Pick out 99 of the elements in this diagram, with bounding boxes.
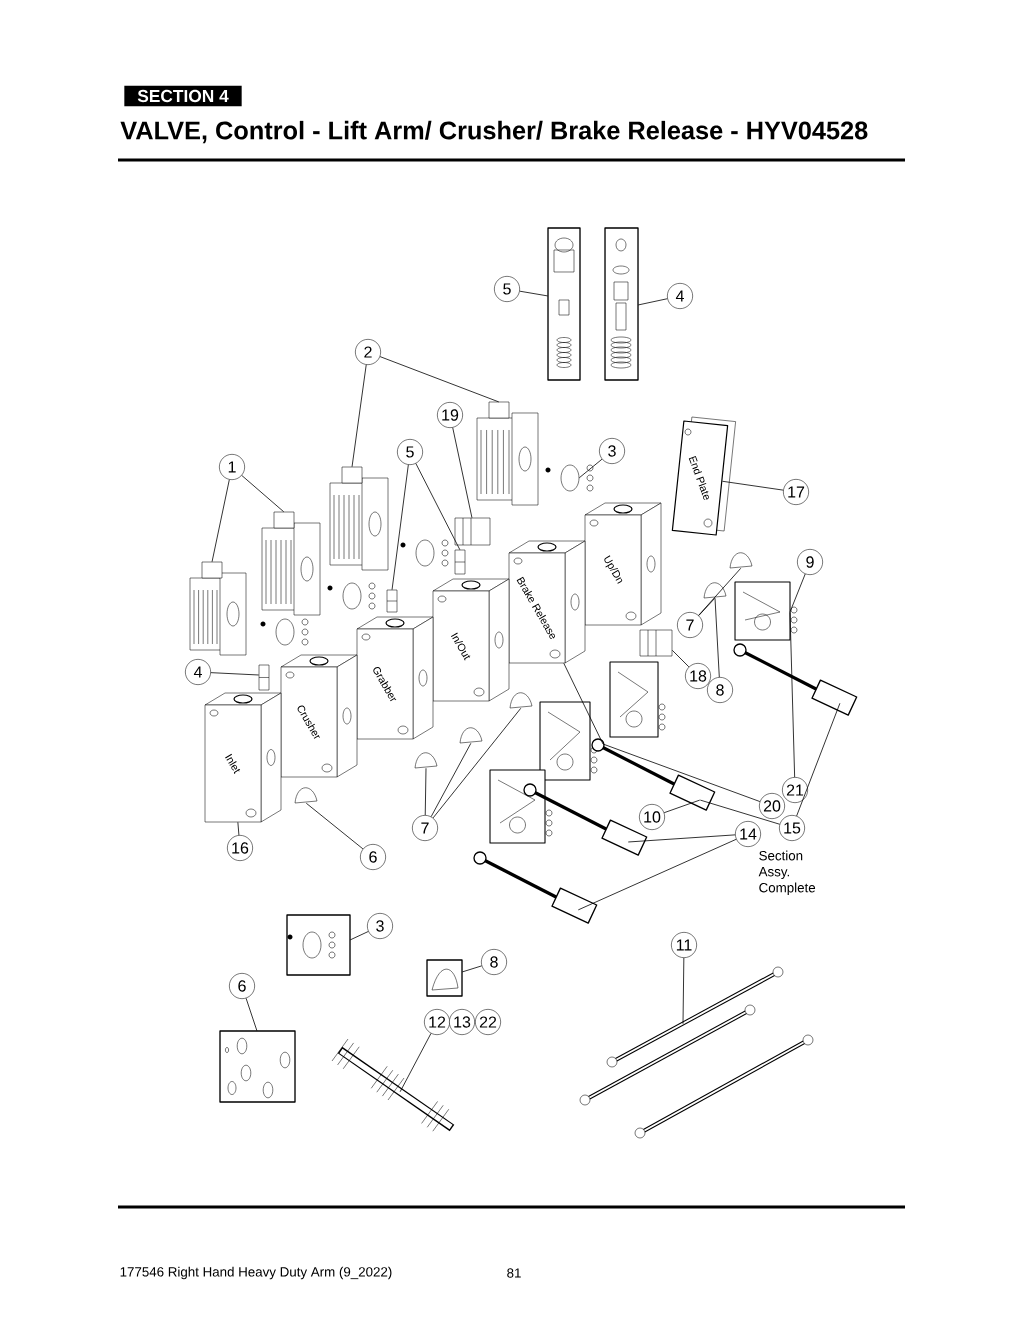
lever-housing xyxy=(609,661,666,738)
callout-number: 8 xyxy=(481,949,507,975)
callout-number: 6 xyxy=(360,844,386,870)
callout-number: 18 xyxy=(685,663,711,689)
cartridge xyxy=(454,517,491,546)
callout-number: 19 xyxy=(437,402,463,428)
leader-line xyxy=(722,480,784,491)
inset-box xyxy=(604,227,639,381)
lever-handle xyxy=(733,643,858,716)
spool xyxy=(331,1038,455,1132)
leader-line xyxy=(519,290,549,297)
footer-text: 177546 Right Hand Heavy Duty Arm (9_2022) xyxy=(120,1266,392,1280)
callout-number: 2 xyxy=(355,339,381,365)
section-badge: SECTION 4 xyxy=(124,85,242,107)
cartridge xyxy=(454,549,466,575)
gasket-set xyxy=(400,539,449,567)
leader-line xyxy=(563,662,761,802)
lever-housing xyxy=(734,581,798,641)
callout-number: 8 xyxy=(707,677,733,703)
callout-number: 1 xyxy=(219,454,245,480)
callout-number: 6 xyxy=(229,973,255,999)
tie-rod xyxy=(606,966,784,1068)
leader-line xyxy=(424,767,427,816)
callout-number: 5 xyxy=(397,439,423,465)
callout-number: 13 xyxy=(449,1009,475,1035)
leader-line xyxy=(237,821,240,836)
seal xyxy=(703,582,727,599)
solenoid-coil xyxy=(476,401,539,506)
inset-box xyxy=(547,227,581,381)
gasket-set xyxy=(545,464,594,492)
callout-number: 21 xyxy=(782,777,808,803)
lever-handle xyxy=(591,738,716,811)
lever-housing xyxy=(489,769,553,844)
callout-number: 11 xyxy=(671,932,697,958)
callout-number: 22 xyxy=(475,1009,501,1035)
callout-number: 9 xyxy=(797,549,823,575)
callout-number: 20 xyxy=(759,793,785,819)
seal xyxy=(509,692,533,709)
callout-number: 10 xyxy=(639,804,665,830)
leader-line xyxy=(379,356,500,403)
inset-box xyxy=(286,914,351,976)
leader-line xyxy=(210,672,260,676)
leader-line xyxy=(637,298,668,306)
cartridge xyxy=(386,589,398,613)
inset-box xyxy=(426,959,463,997)
leader-line xyxy=(699,799,781,825)
leader-line xyxy=(698,567,742,616)
leader-line xyxy=(432,707,522,819)
tie-rod xyxy=(579,1004,756,1106)
seal xyxy=(729,552,753,569)
seal xyxy=(294,787,318,804)
leader-line xyxy=(461,965,483,973)
tie-rod xyxy=(634,1034,814,1139)
note-text: Section Assy. Complete xyxy=(758,850,816,896)
gasket-set xyxy=(260,618,309,646)
cartridge xyxy=(258,664,270,691)
footer-text: 81 xyxy=(507,1268,521,1278)
solenoid-coil xyxy=(329,466,389,571)
leader-line xyxy=(305,802,364,850)
leader-line xyxy=(577,838,737,911)
callout-number: 7 xyxy=(412,815,438,841)
leader-line xyxy=(671,649,690,668)
leader-line xyxy=(663,799,701,814)
leader-line xyxy=(627,834,736,843)
leader-line xyxy=(349,931,369,941)
leader-line xyxy=(578,458,603,479)
leader-line xyxy=(391,464,409,591)
leader-line xyxy=(452,427,473,519)
callout-number: 5 xyxy=(494,276,520,302)
callout-number: 7 xyxy=(677,612,703,638)
leader-line xyxy=(714,597,720,678)
solenoid-coil xyxy=(189,561,247,656)
lever-housing xyxy=(539,701,598,781)
leader-line xyxy=(399,1033,432,1093)
leader-line xyxy=(430,742,472,818)
callout-number: 12 xyxy=(424,1009,450,1035)
end-plate: End Plate xyxy=(671,416,736,536)
leader-line xyxy=(789,573,806,613)
callout-number: 4 xyxy=(667,283,693,309)
callout-number: 3 xyxy=(599,438,625,464)
callout-number: 16 xyxy=(227,835,253,861)
seal xyxy=(414,752,438,769)
solenoid-coil xyxy=(261,511,321,616)
leader-line xyxy=(698,597,716,616)
callout-number: 14 xyxy=(735,821,761,847)
leader-line xyxy=(789,611,796,778)
callout-number: 4 xyxy=(185,659,211,685)
page-title: VALVE, Control - Lift Arm/ Crusher/ Brake Release - HYV04528 xyxy=(120,120,868,144)
callout-number: 3 xyxy=(367,913,393,939)
callout-number: 17 xyxy=(783,479,809,505)
cartridge xyxy=(639,629,673,657)
leader-line xyxy=(796,702,841,817)
inset-box xyxy=(219,1030,296,1103)
seal xyxy=(459,727,483,744)
leader-line xyxy=(682,957,685,1025)
leader-line xyxy=(245,997,258,1032)
lever-handle xyxy=(473,851,598,924)
gasket-set xyxy=(327,582,376,610)
callout-number: 15 xyxy=(779,815,805,841)
